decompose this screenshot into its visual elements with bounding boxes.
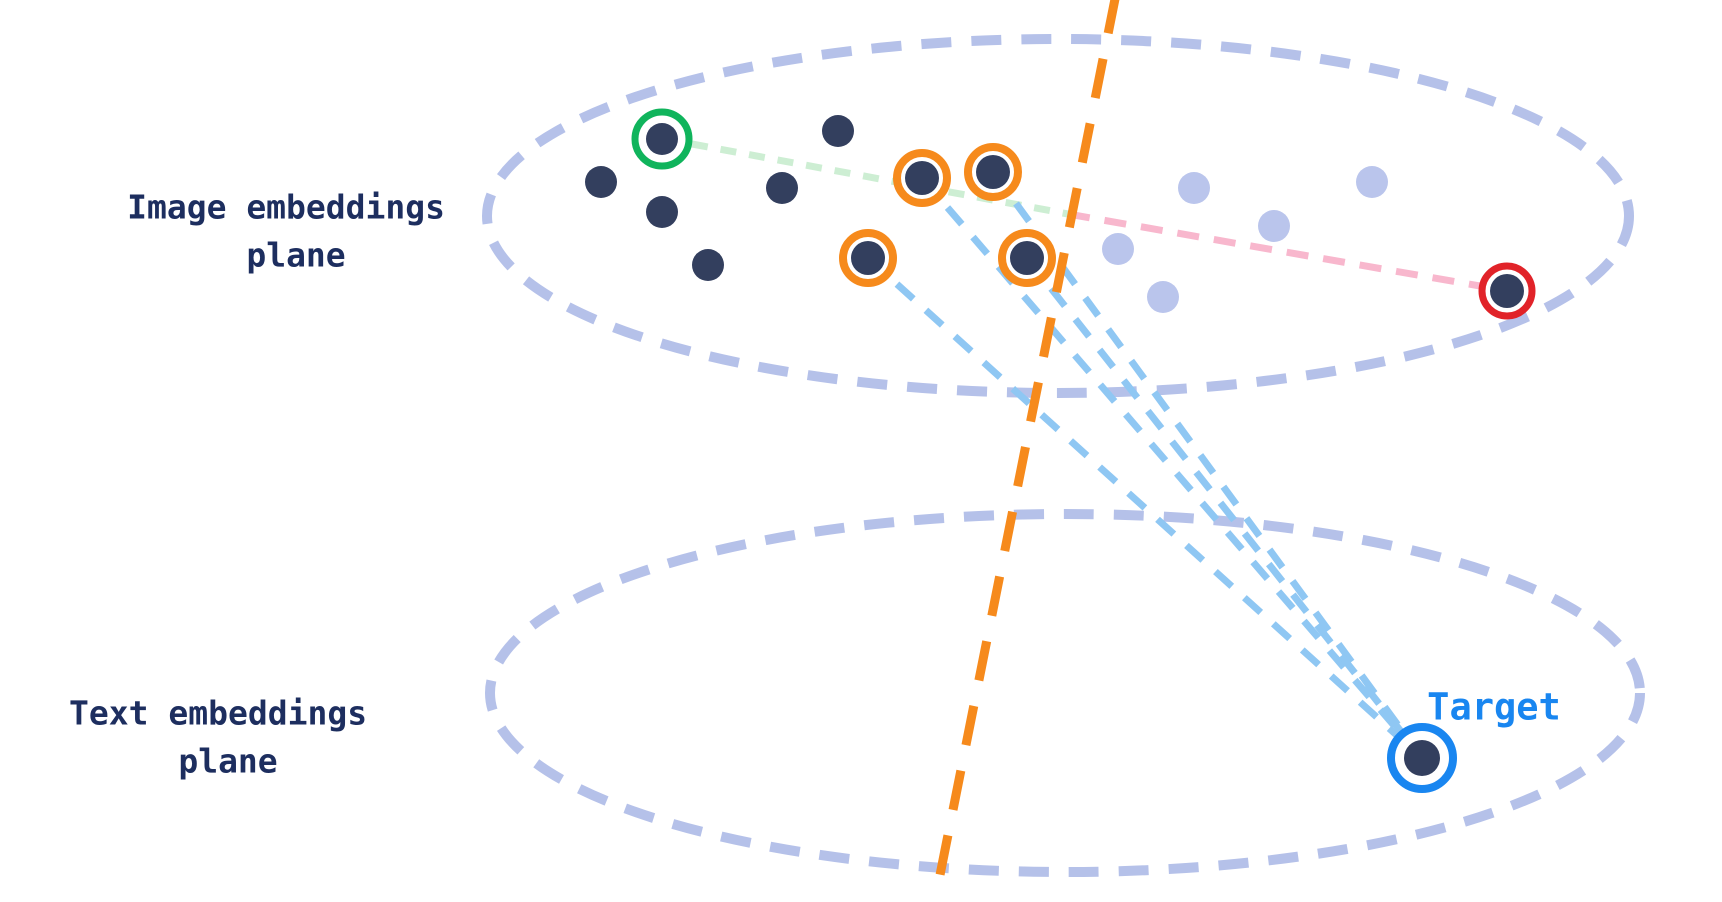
image-plane-label-line2: plane	[246, 236, 345, 275]
matched-embedding-dot	[851, 241, 885, 275]
plane-outlines-layer	[482, 34, 1645, 877]
match-to-target-line	[919, 175, 1425, 761]
match-to-target-line	[990, 169, 1425, 761]
image-plane-label-line1: Image embeddings	[127, 188, 445, 227]
matched-embedding-dot	[976, 155, 1010, 189]
match-to-target-line	[865, 255, 1425, 761]
query-embedding-dot	[646, 123, 678, 155]
faded-embedding-dot	[1356, 166, 1388, 198]
image-embedding-dot	[692, 249, 724, 281]
matched-embedding-dot	[905, 161, 939, 195]
faded-embedding-dot	[1178, 172, 1210, 204]
faded-embedding-dot	[1147, 281, 1179, 313]
faded-embedding-dot	[1102, 233, 1134, 265]
target-dot	[1404, 740, 1440, 776]
dissimilar-embedding-dot	[1490, 274, 1524, 308]
image-embeddings-plane-label: Image embeddings plane	[127, 176, 465, 275]
text-plane-label-line2: plane	[178, 742, 277, 781]
modality-boundary-line	[931, 0, 1120, 896]
image-embedding-dot	[585, 166, 617, 198]
image-embedding-dot	[822, 115, 854, 147]
image-embeddings-plane-outline	[482, 34, 1634, 398]
modality-boundary-layer	[931, 0, 1120, 896]
dissimilar-pair-line	[1067, 210, 1481, 290]
image-embedding-dot	[646, 196, 678, 228]
target-label: Target	[1427, 686, 1561, 729]
text-plane-label-line1: Text embeddings	[69, 694, 367, 733]
faded-embedding-dot	[1258, 210, 1290, 242]
image-embedding-dot	[766, 172, 798, 204]
embedding-dots-layer	[585, 108, 1536, 793]
matched-embedding-dot	[1010, 241, 1044, 275]
text-embeddings-plane-label: Text embeddings plane	[69, 682, 387, 781]
text-embeddings-plane-outline	[485, 509, 1645, 877]
match-to-target-line	[1024, 255, 1425, 761]
similarity-line-layer	[691, 140, 1481, 290]
similar-pair-line	[691, 140, 1069, 218]
